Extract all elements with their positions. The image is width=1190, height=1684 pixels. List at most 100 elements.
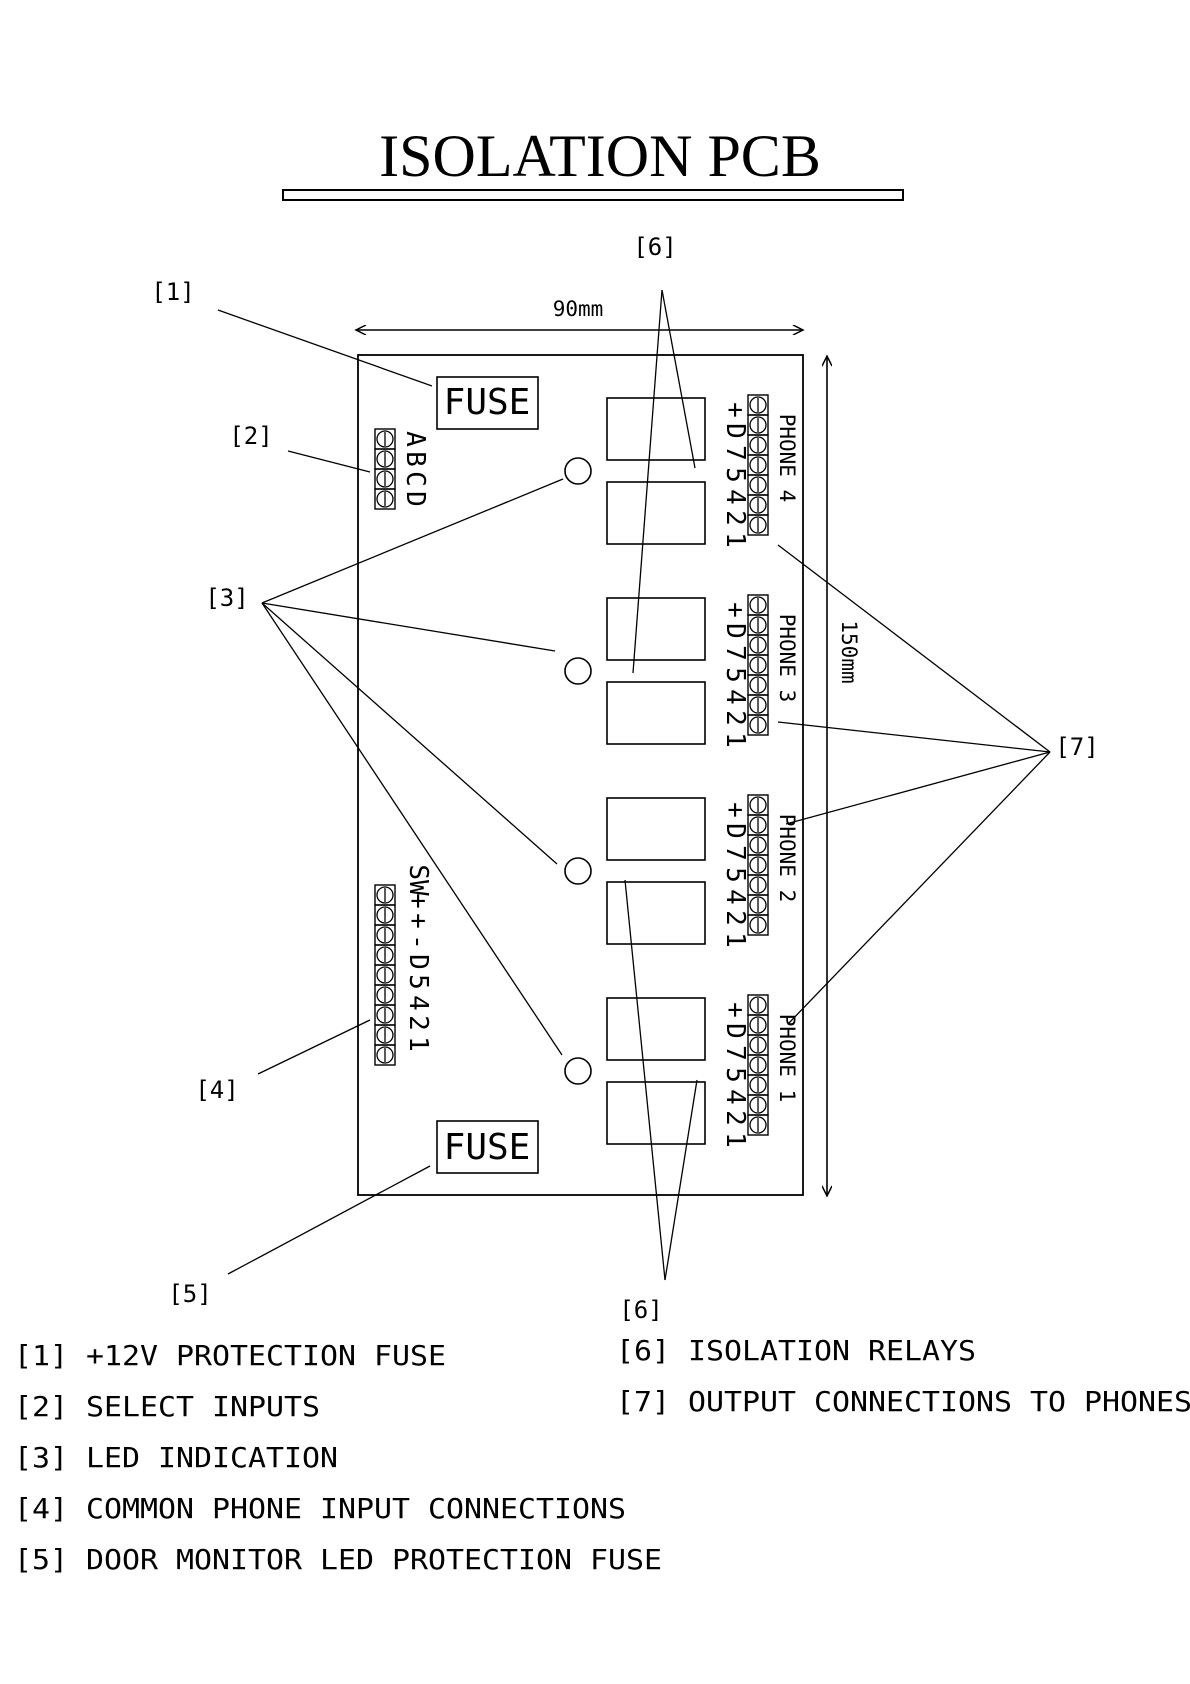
isolation-relay — [606, 797, 706, 861]
common-terminal — [374, 1004, 396, 1026]
select-pin-label: B — [400, 451, 430, 467]
select-pin-label: A — [400, 431, 430, 447]
phone-label: PHONE 1 — [775, 1014, 799, 1103]
height-dimension-label: 150mm — [837, 620, 861, 683]
isolation-relay — [606, 1081, 706, 1145]
callout-3: [3] — [205, 584, 248, 612]
phone-pin-label: D — [720, 423, 750, 439]
common-terminal — [374, 984, 396, 1006]
led-indicator — [564, 457, 592, 485]
phone-terminal — [747, 394, 769, 416]
phone-pin-label: 2 — [720, 510, 750, 526]
top-fuse — [436, 376, 539, 430]
phone-terminal — [747, 814, 769, 836]
phone-label: PHONE 3 — [775, 614, 799, 703]
common-terminal — [374, 944, 396, 966]
isolation-relay — [606, 481, 706, 545]
common-pin-label: 1 — [403, 1036, 433, 1052]
phone-terminal — [747, 634, 769, 656]
phone-terminal — [747, 494, 769, 516]
select-pin-label: D — [400, 491, 430, 507]
phone-terminal — [747, 914, 769, 936]
phone-terminal — [747, 614, 769, 636]
phone-pin-label: D — [720, 823, 750, 839]
common-terminal — [374, 884, 396, 906]
legend-item: [5] DOOR MONITOR LED PROTECTION FUSE — [14, 1543, 662, 1576]
isolation-relay — [606, 597, 706, 661]
common-terminal — [374, 1024, 396, 1046]
phone-pin-label: D — [720, 1023, 750, 1039]
phone-pin-label: + — [720, 1002, 750, 1018]
phone-terminal — [747, 654, 769, 676]
led-indicator — [564, 857, 592, 885]
common-pin-label: SW — [403, 864, 433, 896]
legend-item: [2] SELECT INPUTS — [14, 1390, 320, 1423]
phone-pin-label: 4 — [720, 1089, 750, 1105]
pcb-board — [357, 354, 804, 1196]
isolation-relay — [606, 997, 706, 1061]
common-pin-label: - — [403, 934, 433, 950]
width-dimension-label: 90mm — [553, 297, 604, 321]
phone-terminal — [747, 1034, 769, 1056]
phone-terminal — [747, 694, 769, 716]
phone-pin-label: 2 — [720, 910, 750, 926]
title-underline — [282, 189, 904, 201]
legend-item: [3] LED INDICATION — [14, 1441, 338, 1474]
phone-pin-label: 5 — [720, 1067, 750, 1083]
phone-terminal — [747, 994, 769, 1016]
bottom-fuse-label: FUSE — [444, 1127, 531, 1168]
legend-item: [1] +12V PROTECTION FUSE — [14, 1339, 446, 1372]
phone-terminal — [747, 434, 769, 456]
phone-terminal — [747, 834, 769, 856]
phone-label: PHONE 4 — [775, 414, 799, 503]
legend-item: [4] COMMON PHONE INPUT CONNECTIONS — [14, 1492, 626, 1525]
common-pin-label: + — [403, 893, 433, 909]
phone-terminal — [747, 1014, 769, 1036]
select-terminal — [374, 488, 396, 510]
phone-terminal — [747, 894, 769, 916]
phone-pin-label: 4 — [720, 689, 750, 705]
phone-terminal — [747, 794, 769, 816]
callout-leaders — [217, 289, 1051, 1281]
led-indicator — [564, 657, 592, 685]
phone-pin-label: + — [720, 802, 750, 818]
phone-pin-label: 2 — [720, 710, 750, 726]
callout-2: [2] — [229, 422, 272, 450]
callout-7: [7] — [1055, 733, 1098, 761]
phone-terminal — [747, 854, 769, 876]
phone-pin-label: + — [720, 402, 750, 418]
phone-terminal — [747, 514, 769, 536]
phone-terminal — [747, 674, 769, 696]
legend-item: [7] OUTPUT CONNECTIONS TO PHONES — [616, 1385, 1190, 1418]
common-terminal — [374, 1044, 396, 1066]
phone-terminal — [747, 594, 769, 616]
legend-item: [6] ISOLATION RELAYS — [616, 1334, 976, 1367]
phone-pin-label: 1 — [720, 732, 750, 748]
phone-pin-label: + — [720, 602, 750, 618]
phone-terminal — [747, 454, 769, 476]
phone-terminal — [747, 714, 769, 736]
phone-pin-label: 4 — [720, 889, 750, 905]
callout-6-top: [6] — [633, 233, 676, 261]
phone-pin-label: 2 — [720, 1110, 750, 1126]
phone-pin-label: 5 — [720, 867, 750, 883]
isolation-relay — [606, 397, 706, 461]
top-fuse-label: FUSE — [444, 382, 531, 423]
phone-pin-label: 5 — [720, 667, 750, 683]
callout-4: [4] — [195, 1076, 238, 1104]
common-terminal — [374, 904, 396, 926]
common-pin-label: 2 — [403, 1015, 433, 1031]
legend-left: [1] +12V PROTECTION FUSE [2] SELECT INPUT… — [14, 1339, 662, 1576]
phone-pin-label: 4 — [720, 489, 750, 505]
common-terminal — [374, 924, 396, 946]
phone-pin-label: D — [720, 623, 750, 639]
isolation-relay — [606, 681, 706, 745]
phone-label: PHONE 2 — [775, 814, 799, 903]
phone-terminal — [747, 414, 769, 436]
